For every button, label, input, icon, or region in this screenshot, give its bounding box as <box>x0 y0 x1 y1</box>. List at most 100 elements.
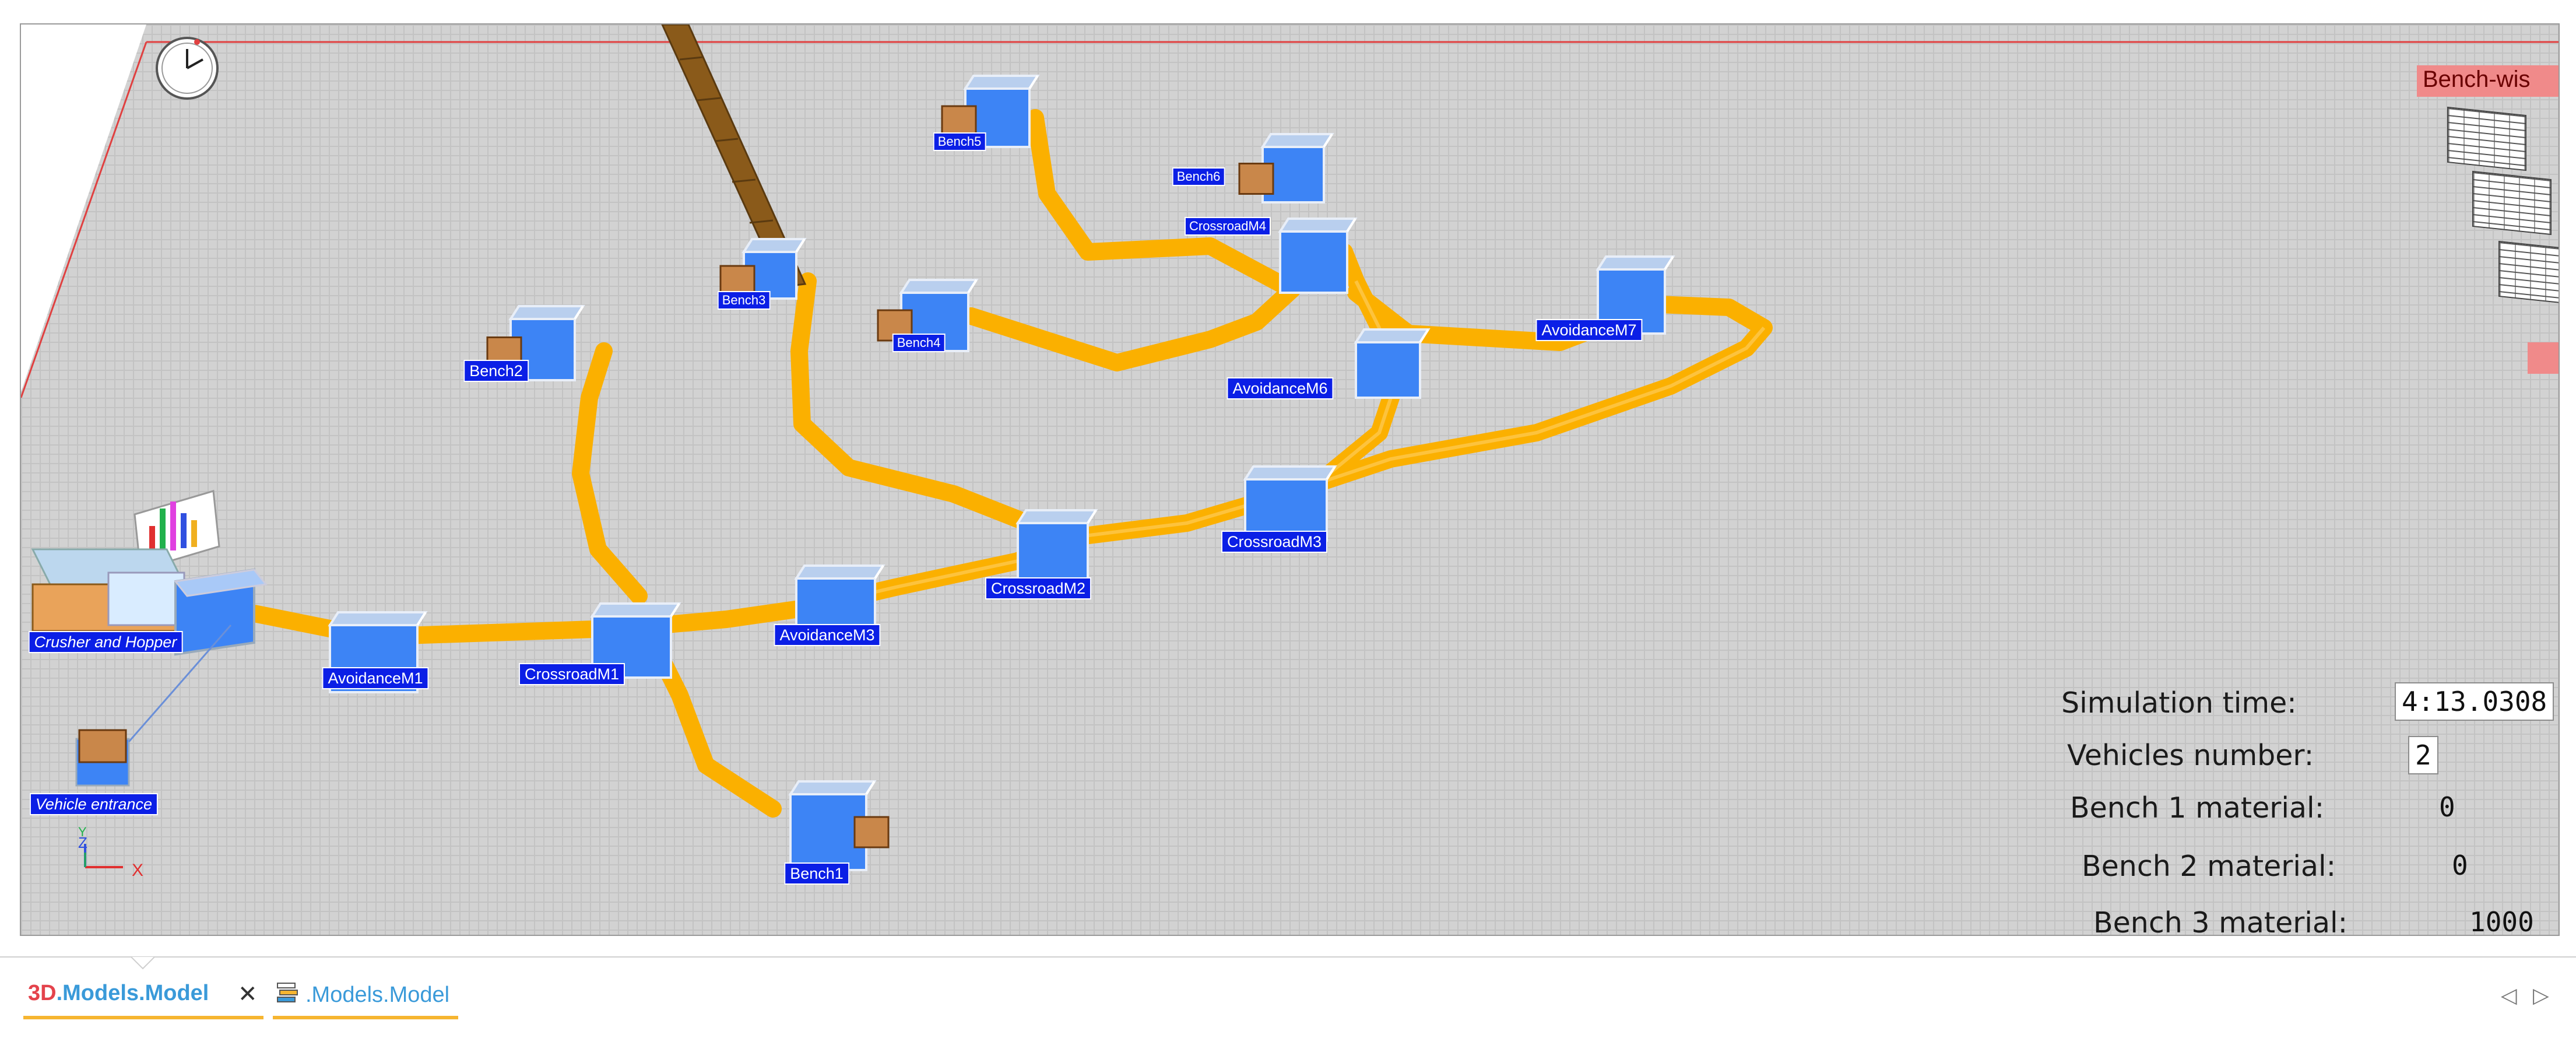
axis-gizmo: X Z Y <box>78 825 143 880</box>
station-top <box>590 602 681 618</box>
road-segment <box>962 281 1301 371</box>
tab-2d-model[interactable]: .Models.Model <box>275 981 449 1008</box>
station-post <box>670 602 680 618</box>
station-top <box>1354 328 1431 343</box>
table-icon[interactable] <box>2472 170 2552 236</box>
station-post <box>795 238 806 253</box>
station-crossroad-m4[interactable] <box>1278 218 1358 294</box>
tab-3d-model[interactable]: 3D.Models.Model <box>28 981 209 1006</box>
station-body <box>1355 341 1421 399</box>
station-bench6[interactable] <box>1238 133 1334 204</box>
label-crossroad-m1: CrossroadM1 <box>518 663 625 685</box>
document-tab-bar: 3D.Models.Model ✕ .Models.Model ◁ ▷ <box>0 956 2576 1045</box>
station-top <box>508 305 585 320</box>
label-bench1: Bench1 <box>784 862 849 885</box>
station-post <box>1028 75 1039 90</box>
station-top <box>741 238 807 253</box>
tab-2d-title: .Models.Model <box>305 983 450 1007</box>
station-top <box>1015 509 1098 524</box>
table-icon[interactable] <box>2447 106 2526 171</box>
station-post <box>574 305 584 320</box>
layers-icon <box>277 983 298 1002</box>
table-icon[interactable] <box>2498 240 2559 306</box>
station-post <box>416 611 427 626</box>
station-top <box>899 279 979 294</box>
panel-fragment <box>2528 342 2559 374</box>
station-post <box>865 780 876 795</box>
label-bench5: Bench5 <box>933 132 986 151</box>
station-top <box>328 611 428 626</box>
stations-layer <box>328 75 1675 871</box>
station-post <box>1346 218 1356 233</box>
label-crossroad-m3: CrossroadM3 <box>1221 531 1328 553</box>
label-bench3: Bench3 <box>717 291 771 310</box>
bench-wise-panel-title: Bench-wis <box>2417 65 2559 97</box>
bench2-material-label: Bench 2 material: <box>2082 850 2336 883</box>
sim-time-value: 4:13.0308 <box>2395 682 2554 721</box>
tab-close-button[interactable]: ✕ <box>238 981 258 1007</box>
label-bench2: Bench2 <box>463 360 529 382</box>
sim-time-label: Simulation time: <box>2061 686 2297 720</box>
vehicles-value: 2 <box>2408 736 2438 774</box>
truck-icon <box>853 816 890 848</box>
bench1-material-value: 0 <box>2439 791 2455 823</box>
station-body <box>789 793 867 871</box>
station-bench3[interactable] <box>719 238 807 300</box>
bench2-material-value: 0 <box>2452 850 2468 881</box>
station-top <box>1260 133 1334 148</box>
label-crusher: Crusher and Hopper <box>28 631 183 653</box>
station-body <box>1279 230 1348 294</box>
label-vehicle-entrance: Vehicle entrance <box>29 793 159 815</box>
station-top <box>1595 255 1675 271</box>
station-post <box>1419 328 1429 343</box>
bench3-material-value: 1000 <box>2469 906 2534 936</box>
station-post <box>1664 255 1674 271</box>
station-avoidance-m6[interactable] <box>1354 328 1431 399</box>
road-segment <box>572 342 648 605</box>
label-bench4: Bench4 <box>892 334 946 352</box>
label-crossroad-m2: CrossroadM2 <box>985 577 1092 599</box>
bench3-material-label: Bench 3 material: <box>2093 906 2348 936</box>
station-avoidance-m1[interactable] <box>328 611 428 693</box>
truck-icon <box>1238 163 1274 195</box>
floor-boundary-left <box>21 41 147 398</box>
road-network <box>245 109 1773 818</box>
3d-viewport[interactable]: X Z Y Crusher and Hopper Vehicle entranc… <box>20 23 2560 936</box>
label-bench6: Bench6 <box>1172 167 1225 186</box>
road-segment <box>1027 109 1301 299</box>
label-avoidance-m3: AvoidanceM3 <box>774 624 881 646</box>
scroll-left-button[interactable]: ◁ <box>2501 983 2517 1007</box>
floor-edge-background <box>21 24 146 392</box>
station-post <box>1323 133 1333 148</box>
road-segment <box>790 272 1044 535</box>
label-avoidance-m7: AvoidanceM7 <box>1535 319 1643 341</box>
station-body <box>1017 522 1089 583</box>
label-avoidance-m6: AvoidanceM6 <box>1227 377 1334 399</box>
axis-y-label: Y <box>78 825 87 839</box>
vehicle-entrance[interactable] <box>75 625 232 787</box>
station-top <box>1243 465 1337 481</box>
vehicles-label: Vehicles number: <box>2067 739 2314 772</box>
station-top <box>963 75 1040 90</box>
tab-pointer <box>131 956 154 970</box>
scroll-right-button[interactable]: ▷ <box>2533 983 2549 1007</box>
station-post <box>874 564 884 580</box>
crusher-and-hopper[interactable] <box>31 548 268 656</box>
tab-3d-underline <box>23 1016 263 1019</box>
station-post <box>1326 465 1336 481</box>
label-avoidance-m1: AvoidanceM1 <box>322 667 429 689</box>
station-top <box>794 564 885 580</box>
clock-icon <box>156 37 219 100</box>
axis-x-label: X <box>132 861 143 880</box>
axis-z-label: Z <box>78 834 87 851</box>
station-bench1[interactable] <box>788 780 890 871</box>
bench1-material-label: Bench 1 material: <box>2070 791 2325 825</box>
tab-3d-title: .Models.Model <box>56 981 209 1005</box>
tab-2d-underline <box>273 1016 458 1019</box>
station-crossroad-m2[interactable] <box>1015 509 1098 583</box>
station-post <box>967 279 978 294</box>
station-post <box>1087 509 1097 524</box>
label-crossroad-m4: CrossroadM4 <box>1184 217 1271 236</box>
station-top <box>1278 218 1358 233</box>
station-crossroad-m3[interactable] <box>1243 465 1337 542</box>
